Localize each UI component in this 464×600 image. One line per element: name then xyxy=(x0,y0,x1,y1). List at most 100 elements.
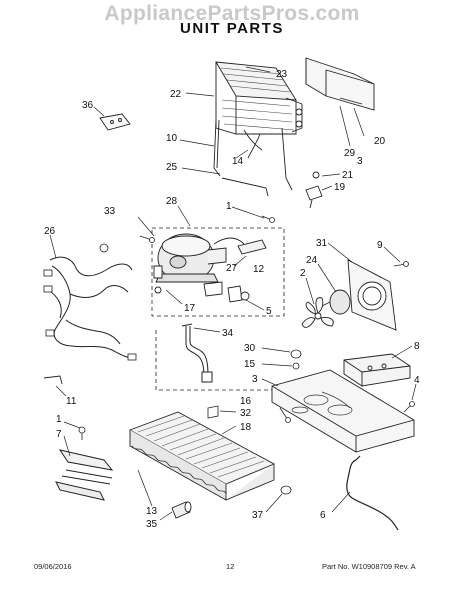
heater-wire xyxy=(346,455,399,531)
drain-hose xyxy=(181,323,213,383)
fan-blade xyxy=(301,297,334,328)
callout-30: 30 xyxy=(244,343,256,354)
leader-line xyxy=(93,106,105,117)
leader-line xyxy=(321,185,333,191)
callout-25: 25 xyxy=(166,162,178,173)
callout-26: 26 xyxy=(44,226,56,237)
mounting-bracket xyxy=(305,57,375,111)
condenser-coil xyxy=(215,61,303,135)
callout-10: 10 xyxy=(166,133,178,144)
evaporator-coil xyxy=(128,411,276,501)
leader-line xyxy=(137,469,153,507)
fan-motor xyxy=(321,289,351,315)
leader-line xyxy=(159,511,173,521)
leader-line xyxy=(63,435,71,457)
leader-line xyxy=(331,491,351,513)
footer-page-number: 12 xyxy=(226,562,235,571)
screw xyxy=(403,401,415,413)
callout-12: 12 xyxy=(253,264,265,275)
grommet xyxy=(290,349,302,370)
callout-24: 24 xyxy=(306,255,318,266)
leader-line xyxy=(245,66,271,73)
leader-line xyxy=(63,421,81,429)
clip xyxy=(207,405,219,419)
leader-line xyxy=(339,105,351,147)
leader-line xyxy=(261,378,279,387)
leader-line xyxy=(317,263,337,293)
grommet xyxy=(139,235,155,243)
drain-tubing xyxy=(213,119,293,197)
wire-assembly xyxy=(55,449,114,501)
leader-line xyxy=(321,173,341,177)
compressor-group-outline xyxy=(151,227,285,317)
control-box xyxy=(343,353,411,387)
callout-11: 11 xyxy=(66,396,77,407)
leader-line xyxy=(221,425,237,435)
callout-5: 5 xyxy=(266,306,272,317)
callout-15: 15 xyxy=(244,359,256,370)
callout-23: 23 xyxy=(276,69,288,80)
leader-line xyxy=(231,206,265,219)
cylinder-part xyxy=(171,501,192,519)
small-clip-part xyxy=(43,375,63,385)
wire-harness xyxy=(47,256,135,359)
callout-13: 13 xyxy=(146,506,158,517)
callout-3b: 3 xyxy=(252,374,258,385)
callout-7: 7 xyxy=(56,429,62,440)
base-group-outline xyxy=(155,330,284,391)
leader-line xyxy=(245,299,265,311)
callout-1b: 1 xyxy=(56,414,62,425)
callout-36: 36 xyxy=(82,100,94,111)
leader-line xyxy=(383,246,401,263)
leader-line xyxy=(411,383,417,401)
callout-35: 35 xyxy=(146,519,158,530)
footer-date: 09/06/2016 xyxy=(34,562,72,571)
leader-line xyxy=(391,345,413,359)
screw xyxy=(393,261,409,267)
callout-1a: 1 xyxy=(226,201,232,212)
callout-17: 17 xyxy=(184,303,196,314)
leader-line xyxy=(165,289,183,305)
callout-6: 6 xyxy=(320,510,326,521)
callout-28: 28 xyxy=(166,196,178,207)
screw xyxy=(78,426,86,440)
callout-4: 4 xyxy=(414,375,420,386)
callout-29: 29 xyxy=(344,148,356,159)
callout-9: 9 xyxy=(377,240,383,251)
leader-line xyxy=(327,242,353,263)
callout-14: 14 xyxy=(232,156,244,167)
harness-connectors xyxy=(43,243,137,361)
leader-line xyxy=(185,92,215,97)
leader-line xyxy=(193,327,221,333)
leader-line xyxy=(177,205,191,227)
callout-34: 34 xyxy=(222,328,234,339)
callout-27: 27 xyxy=(226,263,238,274)
callout-18: 18 xyxy=(240,422,252,433)
leader-line xyxy=(137,216,155,237)
leader-line xyxy=(235,149,249,159)
leader-line xyxy=(179,139,215,147)
callout-31: 31 xyxy=(316,238,328,249)
leader-line xyxy=(261,363,293,367)
leader-line xyxy=(181,167,221,175)
callout-16: 16 xyxy=(240,396,252,407)
leader-line xyxy=(55,385,67,397)
callout-8: 8 xyxy=(414,341,420,352)
callout-21: 21 xyxy=(342,170,354,181)
leader-line xyxy=(219,410,237,413)
callout-2: 2 xyxy=(300,268,306,279)
footer-part-number: Part No. W10908709 Rev. A xyxy=(322,562,416,571)
callout-33: 33 xyxy=(104,206,116,217)
callout-32: 32 xyxy=(240,408,252,419)
compressor xyxy=(155,233,245,283)
leader-line xyxy=(353,107,365,137)
callout-3a: 3 xyxy=(357,156,363,167)
screw xyxy=(261,215,275,223)
watermark: AppliancePartsPros.com xyxy=(104,2,360,25)
fastener-clip xyxy=(305,171,323,209)
fan-shroud xyxy=(347,259,397,331)
leader-line xyxy=(233,255,247,267)
filter-drier xyxy=(237,239,267,255)
leader-line xyxy=(261,347,291,353)
